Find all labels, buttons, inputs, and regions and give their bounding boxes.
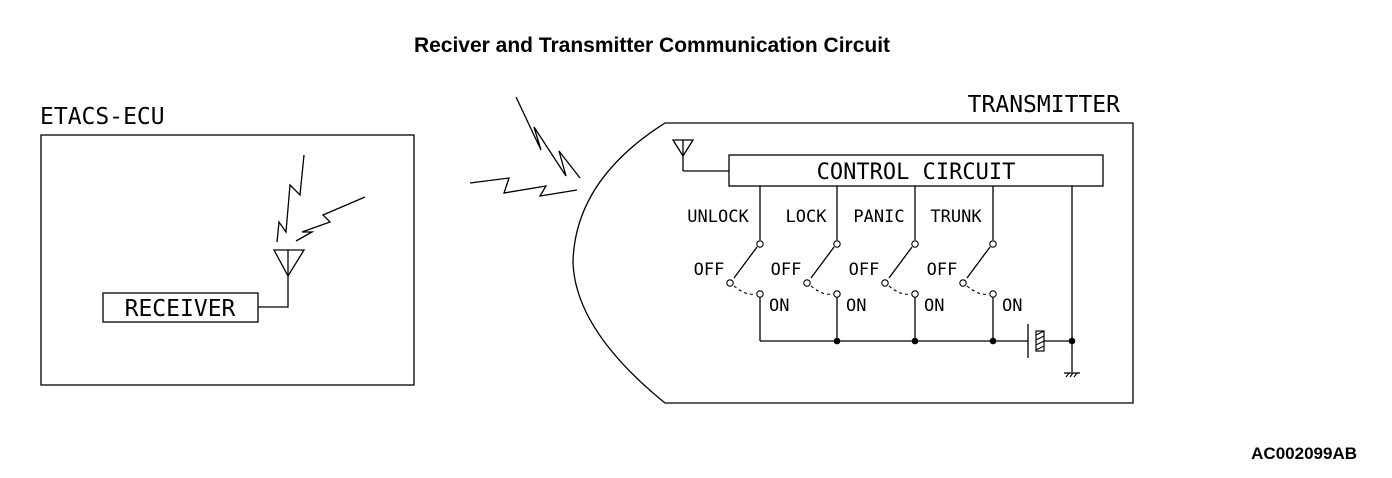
figure-code: AC002099AB <box>1251 444 1357 463</box>
transmitter-antenna-icon <box>671 139 729 172</box>
switch-off-label: OFF <box>694 260 725 280</box>
switch-off-label: OFF <box>927 260 958 280</box>
signal-bolt-icon <box>469 177 578 197</box>
switch-off-label: OFF <box>849 260 880 280</box>
switch-lock <box>803 186 841 341</box>
transmitter-body-outline <box>572 122 1134 404</box>
battery-icon <box>1027 324 1072 358</box>
ground-icon <box>1064 372 1080 378</box>
etacs-ecu-box <box>40 134 415 386</box>
switch-label-unlock: UNLOCK <box>687 207 749 227</box>
junction-dot <box>833 337 841 345</box>
switch-on-label: ON <box>769 296 789 316</box>
switch-panic <box>881 186 919 341</box>
switch-unlock <box>726 186 764 341</box>
switch-label-panic: PANIC <box>853 207 904 227</box>
switch-on-label: ON <box>846 296 866 316</box>
switch-off-label: OFF <box>771 260 802 280</box>
switch-label-trunk: TRUNK <box>930 207 982 227</box>
control-circuit-label: CONTROL CIRCUIT <box>817 160 1016 185</box>
transmitter-label: TRANSMITTER <box>968 92 1120 118</box>
signal-bolt-icon <box>295 196 366 242</box>
control-circuit-box <box>728 154 1104 187</box>
diagram-title: Reciver and Transmitter Communication Ci… <box>414 34 890 57</box>
switch-on-label: ON <box>924 296 944 316</box>
signal-bolt-icon <box>276 154 305 243</box>
signal-bolt-icon <box>515 96 581 179</box>
receiver-antenna-icon <box>258 249 306 308</box>
switch-trunk <box>959 186 997 341</box>
junction-dot <box>1068 337 1076 345</box>
receiver-label: RECEIVER <box>125 296 236 322</box>
junction-dot <box>911 337 919 345</box>
switch-label-lock: LOCK <box>786 207 828 227</box>
switch-on-label: ON <box>1002 296 1022 316</box>
etacs-ecu-label: ETACS-ECU <box>40 104 165 130</box>
junction-dot <box>989 337 997 345</box>
